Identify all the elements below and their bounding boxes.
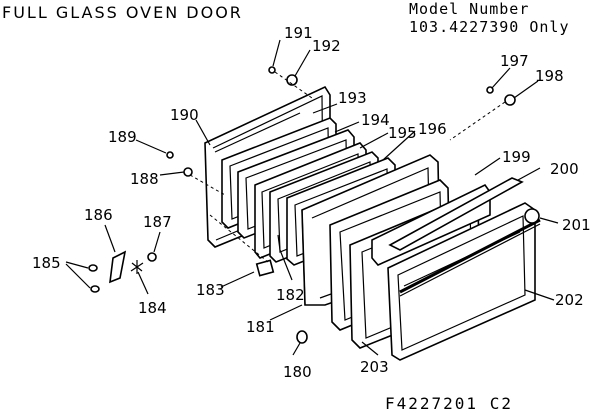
callout-188: 188 [130, 170, 159, 188]
callout-184: 184 [138, 299, 167, 317]
part-180-screw [296, 330, 308, 344]
assembly-line-191 [274, 71, 313, 99]
part-186-hinge [109, 250, 127, 284]
model-number-label: Model Number [409, 0, 530, 18]
callout-202: 202 [555, 291, 584, 309]
callout-195: 195 [388, 124, 417, 142]
part-185-screws [88, 264, 100, 293]
assembly-line-188 [189, 174, 226, 196]
part-187-screw [147, 252, 157, 262]
callout-199: 199 [502, 148, 531, 166]
assembly-line-198 [449, 101, 506, 141]
part-189-screw [166, 151, 174, 159]
part-200-trim-strip [388, 177, 524, 251]
callout-198: 198 [535, 67, 564, 85]
part-191-screw [268, 66, 276, 74]
part-198-washer [504, 94, 516, 106]
callout-185: 185 [32, 254, 61, 272]
callout-191: 191 [284, 24, 313, 42]
callout-181: 181 [246, 318, 275, 336]
callout-192: 192 [312, 37, 341, 55]
callout-187: 187 [143, 213, 172, 231]
callout-190: 190 [170, 106, 199, 124]
callout-183: 183 [196, 281, 225, 299]
callout-196: 196 [418, 120, 447, 138]
callout-180: 180 [283, 363, 312, 381]
model-number-value: 103.4227390 Only [409, 18, 570, 36]
callout-193: 193 [338, 89, 367, 107]
part-184-spring [130, 260, 144, 274]
callout-189: 189 [108, 128, 137, 146]
callout-203: 203 [360, 358, 389, 376]
callout-200: 200 [550, 160, 579, 178]
callout-197: 197 [500, 52, 529, 70]
diagram-code: F4227201 C2 [385, 394, 513, 413]
part-201-handle [399, 208, 541, 297]
callout-201: 201 [562, 216, 591, 234]
part-183-hinge-bracket [255, 259, 275, 277]
part-188-clip [183, 167, 193, 177]
callout-182: 182 [276, 286, 305, 304]
diagram-title: FULL GLASS OVEN DOOR [2, 3, 243, 22]
callout-186: 186 [84, 206, 113, 224]
assembly-line-183 [209, 214, 269, 263]
part-197-screw [486, 86, 494, 94]
leader-lines [65, 39, 559, 356]
callout-194: 194 [361, 111, 390, 129]
